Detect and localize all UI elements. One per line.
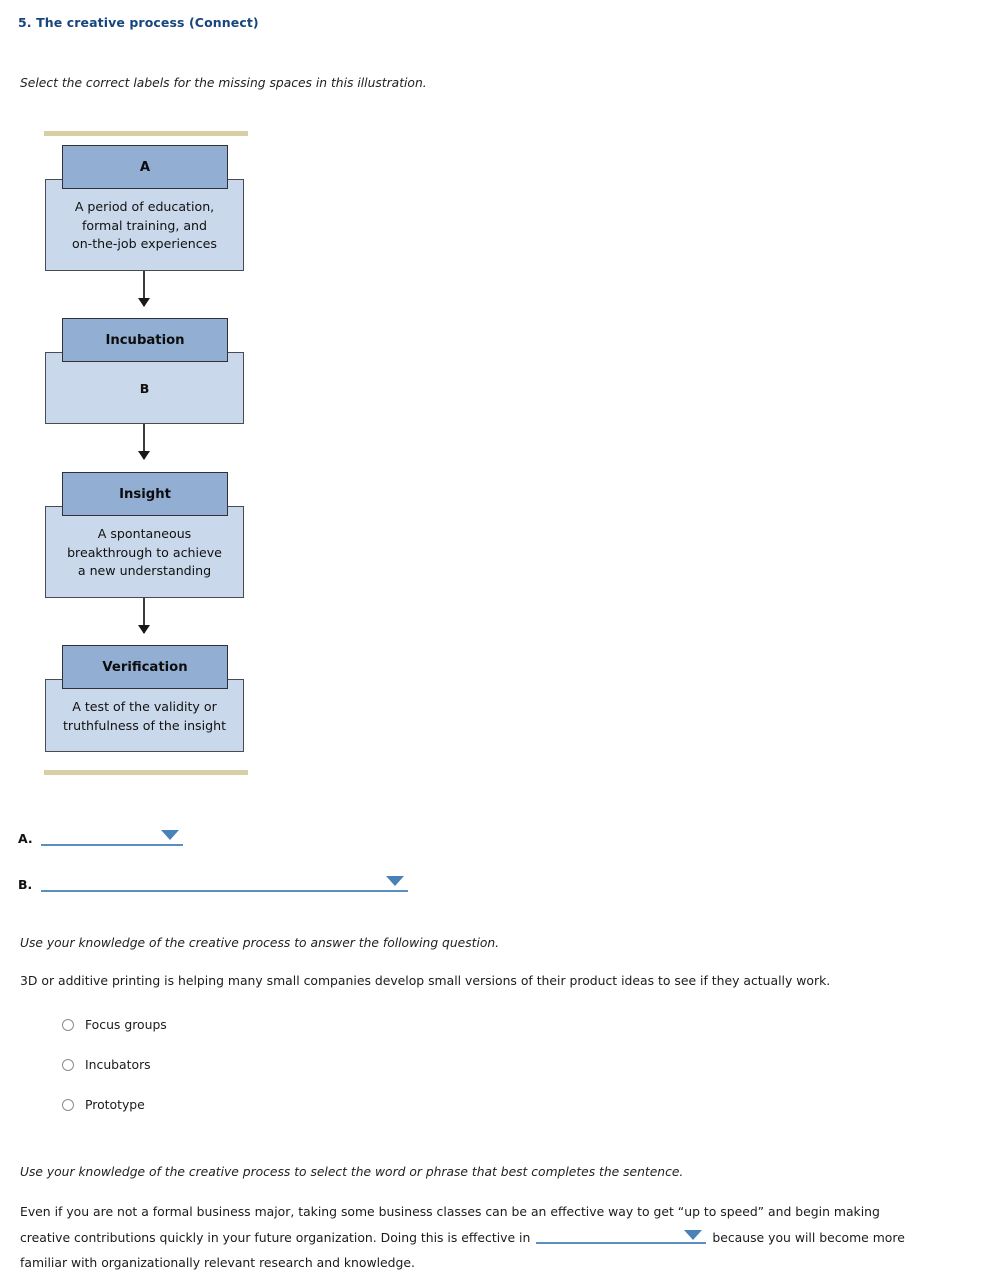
- stage-3-header: Insight: [62, 472, 228, 516]
- flowchart-arrow-2: [138, 424, 150, 460]
- question-stem: 3D or additive printing is helping many …: [20, 973, 831, 988]
- radio-label: Incubators: [85, 1057, 151, 1072]
- radio-label: Focus groups: [85, 1017, 167, 1032]
- instruction-illustration: Select the correct labels for the missin…: [20, 76, 427, 90]
- chevron-down-icon[interactable]: [161, 830, 179, 840]
- blank-a-dropdown[interactable]: [41, 826, 183, 846]
- stage-1-header: A: [62, 145, 228, 189]
- stage-2-header: Incubation: [62, 318, 228, 362]
- flowchart-arrow-3: [138, 598, 150, 634]
- radio-label: Prototype: [85, 1097, 145, 1112]
- stage-4-body: [45, 679, 244, 752]
- instruction-sentence: Use your knowledge of the creative proce…: [20, 1165, 684, 1179]
- creative-process-flowchart: A A period of education, formal training…: [0, 0, 300, 800]
- radio-option-prototype[interactable]: Prototype: [62, 1097, 145, 1112]
- stage-2-description: B: [139, 381, 150, 396]
- sentence-dropdown[interactable]: [536, 1229, 707, 1244]
- radio-button-icon[interactable]: [62, 1018, 74, 1031]
- fill-in-sentence: Even if you are not a formal business ma…: [20, 1199, 930, 1276]
- chevron-down-icon[interactable]: [386, 876, 404, 886]
- flowchart-bottom-rule: [44, 770, 248, 775]
- instruction-question: Use your knowledge of the creative proce…: [20, 936, 500, 950]
- page-title: 5. The creative process (Connect): [18, 15, 259, 30]
- blank-b-label: B.: [18, 877, 33, 892]
- chevron-down-icon[interactable]: [684, 1229, 703, 1240]
- flowchart-top-rule: [44, 131, 248, 136]
- stage-4-description: A test of the validity or truthfulness o…: [62, 699, 227, 733]
- stage-4-header: Verification: [62, 645, 228, 689]
- stage-3-body: [45, 506, 244, 598]
- blank-b-dropdown[interactable]: [41, 872, 408, 892]
- sentence-part-1: Even if you are not a formal business ma…: [20, 1204, 880, 1245]
- radio-button-icon[interactable]: [62, 1058, 74, 1071]
- sentence-part-2: because you will become more familiar wi…: [20, 1229, 905, 1271]
- radio-option-incubators[interactable]: Incubators: [62, 1057, 151, 1072]
- blank-a-label: A.: [18, 831, 33, 846]
- stage-3-description: A spontaneous breakthrough to achieve a …: [67, 526, 222, 578]
- stage-2-body: [45, 352, 244, 424]
- stage-1-description: A period of education, formal training, …: [71, 199, 217, 251]
- flowchart-arrow-1: [138, 271, 150, 307]
- radio-option-focus-groups[interactable]: Focus groups: [62, 1017, 167, 1032]
- radio-button-icon[interactable]: [62, 1098, 74, 1111]
- stage-1-body: [45, 179, 244, 271]
